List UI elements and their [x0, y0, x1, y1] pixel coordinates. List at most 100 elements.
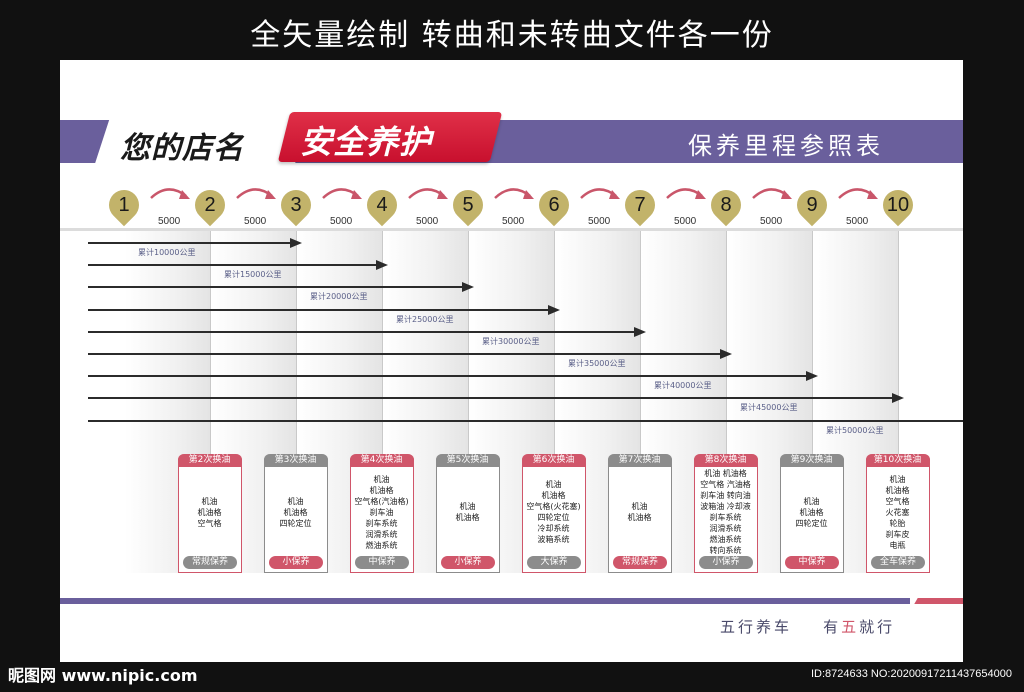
page-header-title: 全矢量绘制 转曲和未转曲文件各一份 [250, 18, 774, 53]
cumulative-label: 累计30000公里 [482, 336, 540, 346]
card-item: 机油格 [283, 507, 308, 517]
card-item: 机油格 [369, 485, 394, 495]
arrowhead-icon [892, 393, 904, 404]
card-item: 空气格 汽油格 [700, 480, 751, 489]
cumulative-arrow-line [88, 375, 808, 378]
slogan-part2c: 就行 [859, 618, 896, 636]
pin-number: 6 [548, 194, 560, 216]
card-title: 第6次换油 [521, 454, 586, 467]
pin-number: 2 [204, 194, 216, 216]
slogan-highlight: 五 [841, 618, 860, 636]
bottom-purple-stripe [60, 598, 910, 604]
card-items: 机油机油格四轮定位 [265, 468, 326, 556]
slogan-part2a: 有 [823, 618, 842, 636]
card-item: 机油 [287, 496, 304, 506]
interval-label: 5000 [674, 216, 697, 227]
interval-label: 5000 [330, 216, 353, 227]
card-items: 机油机油格 [609, 468, 670, 556]
pin-number: 4 [376, 194, 388, 216]
service-card: 第2次换油机油机油格空气格常规保养 [177, 454, 242, 573]
arrowhead-icon [462, 282, 474, 293]
cumulative-arrow-line [88, 264, 378, 267]
card-title: 第7次换油 [607, 454, 672, 467]
card-title: 第9次换油 [779, 454, 844, 467]
curved-arrow-icon [580, 188, 620, 199]
service-card: 第4次换油机油机油格空气格(汽油格)刹车油刹车系统润滑系统燃油系统中保养 [349, 454, 414, 573]
interval-label: 5000 [502, 216, 525, 227]
cumulative-arrow-line [88, 397, 894, 400]
maintenance-level-badge: 中保养 [355, 556, 409, 569]
badge-text: 安全养护 [300, 123, 433, 161]
card-item: 燃油系统 [709, 535, 742, 544]
maintenance-level-badge: 中保养 [785, 556, 839, 569]
card-item: 机油格 [541, 491, 566, 500]
card-title: 第3次换油 [263, 454, 328, 467]
card-item: 冷却系统 [537, 524, 570, 533]
card-item: 机油 [889, 474, 906, 484]
card-item: 四轮定位 [795, 518, 828, 528]
card-item: 机油 [545, 480, 562, 489]
curved-arrow-icon [752, 188, 792, 199]
cumulative-arrow-line [88, 242, 292, 244]
maintenance-level-badge: 小保养 [441, 556, 495, 569]
cumulative-arrow-line [88, 330, 636, 333]
card-title: 第5次换油 [435, 454, 500, 467]
service-card: 第10次换油机油机油格空气格火花塞轮胎刹车皮电瓶全车保养 [865, 454, 930, 573]
card-item: 机油 机油格 [704, 469, 747, 478]
curved-arrow-icon [322, 188, 362, 199]
bottom-red-stripe [914, 598, 963, 604]
curved-arrow-icon [236, 188, 276, 199]
maintenance-level-badge: 常规保养 [183, 556, 237, 569]
shop-name: 您的店名 [120, 131, 244, 166]
card-items: 机油机油格空气格 [179, 468, 240, 556]
cumulative-label: 累计45000公里 [740, 403, 798, 413]
card-item: 刹车皮 [885, 529, 910, 539]
cumulative-arrow-line [88, 419, 963, 422]
service-card: 第7次换油机油机油格常规保养 [607, 454, 672, 573]
slogan-part1: 五行养车 [720, 618, 793, 636]
curved-arrow-icon [666, 188, 706, 199]
arrowhead-icon [634, 326, 646, 337]
card-item: 机油 [373, 474, 390, 484]
card-item: 波箱系统 [537, 535, 570, 544]
cumulative-label: 累计15000公里 [224, 270, 282, 280]
curved-arrow-icon [838, 188, 878, 199]
card-item: 机油格 [455, 513, 480, 522]
card-title: 第4次换油 [349, 454, 414, 467]
cumulative-arrow-line [88, 286, 464, 289]
cumulative-label: 累计25000公里 [396, 314, 454, 324]
card-item: 刹车油 转向油 [700, 491, 751, 500]
card-items: 机油 机油格空气格 汽油格刹车油 转向油波箱油 冷却液刹车系统润滑系统燃油系统转… [695, 468, 756, 556]
card-item: 机油 [201, 496, 218, 506]
pin-number: 7 [634, 194, 646, 216]
slogan: 五行养车 有五就行 [720, 616, 895, 637]
card-item: 润滑系统 [365, 529, 398, 539]
table-title: 保养里程参照表 [688, 132, 884, 160]
card-item: 机油 [459, 502, 476, 511]
service-card: 第5次换油机油机油格小保养 [435, 454, 500, 573]
card-item: 刹车系统 [365, 518, 398, 528]
arrowhead-icon [290, 238, 302, 248]
arrowhead-icon [376, 260, 388, 271]
card-item: 燃油系统 [365, 540, 398, 550]
card-item: 空气格 [197, 518, 222, 528]
card-item: 四轮定位 [537, 513, 570, 522]
curved-arrow-icon [494, 188, 534, 199]
service-card: 第6次换油机油机油格空气格(火花塞)四轮定位冷却系统波箱系统大保养 [521, 454, 586, 573]
arrowhead-icon [806, 371, 818, 382]
card-item: 轮胎 [889, 518, 906, 528]
pin-number: 1 [118, 194, 130, 216]
cumulative-label: 累计50000公里 [826, 425, 884, 435]
cumulative-arrow-line [88, 308, 550, 311]
card-item: 机油格 [885, 485, 910, 495]
pin-number: 8 [720, 194, 732, 216]
card-item: 机油格 [197, 507, 222, 517]
card-items: 机油机油格 [437, 468, 498, 556]
card-title: 第8次换油 [693, 454, 758, 467]
curved-arrow-icon [150, 188, 190, 199]
cumulative-label: 累计35000公里 [568, 359, 626, 368]
cumulative-label: 累计20000公里 [310, 292, 368, 302]
pin-number: 10 [886, 194, 910, 216]
card-item: 波箱油 冷却液 [700, 502, 751, 511]
card-item: 机油 [803, 496, 820, 506]
